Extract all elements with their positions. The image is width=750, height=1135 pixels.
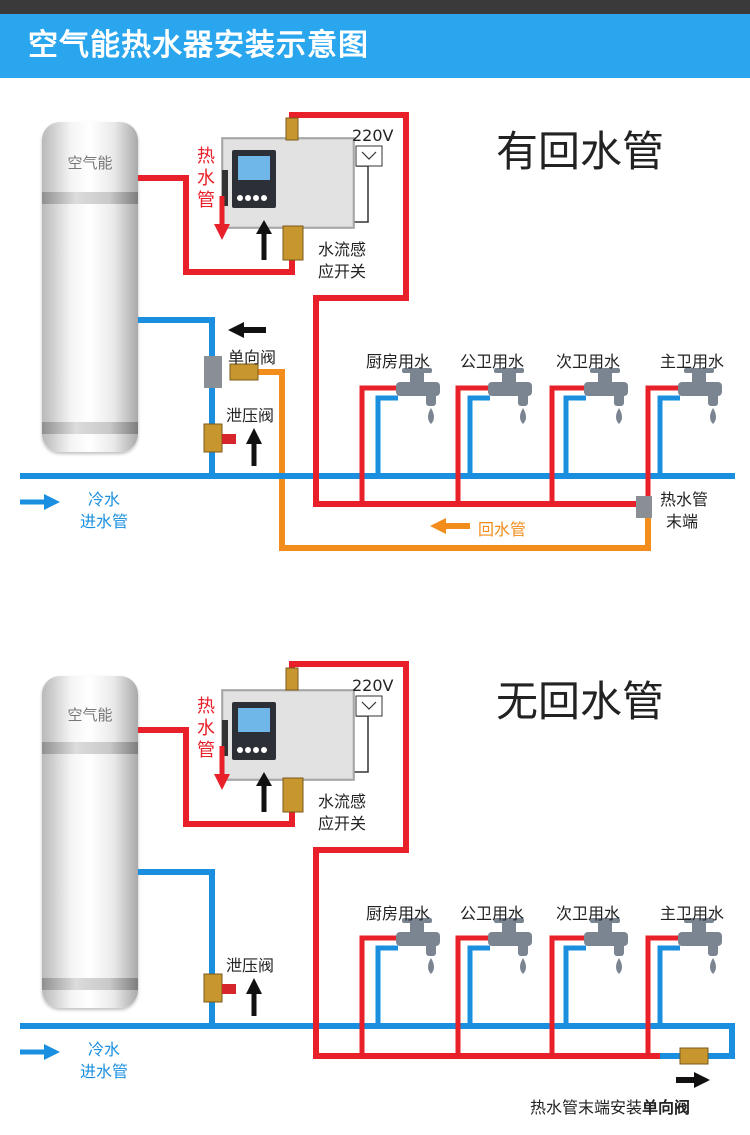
flow-switch-label-bottom-2: 应开关 (318, 814, 367, 833)
flow-switch-label-top-1: 水流感 (318, 240, 367, 259)
top-strip (0, 0, 750, 14)
return-pipe-label: 回水管 (478, 520, 527, 539)
outlet-kitchen-top: 厨房用水 (366, 352, 431, 371)
relief-valve-label-bottom: 泄压阀 (226, 956, 275, 975)
cold-inlet-label-top-1: 冷水 (88, 490, 121, 509)
end-valve-note-text: 热水管末端安装 (530, 1098, 643, 1117)
relief-valve-label-top: 泄压阀 (226, 406, 275, 425)
outlet-second-bath-top: 次卫用水 (556, 352, 621, 371)
cold-inlet-label-top-2: 进水管 (80, 512, 129, 531)
cold-inlet-label-bottom-1: 冷水 (88, 1040, 121, 1059)
check-valve-label: 单向阀 (228, 348, 277, 367)
flow-switch-label-top-2: 应开关 (318, 262, 367, 281)
air-energy-tank: 空气能 (42, 122, 138, 452)
end-valve-note-bold: 单向阀 (642, 1098, 691, 1117)
page-title: 空气能热水器安装示意图 (0, 14, 750, 78)
flow-switch-label-bottom-1: 水流感 (318, 792, 367, 811)
hot-pipe-label-bottom: 热水管 (197, 696, 215, 761)
section-title-top: 有回水管 (496, 127, 665, 176)
tank-label-bottom: 空气能 (67, 706, 113, 724)
outlet-kitchen-bottom: 厨房用水 (366, 904, 431, 923)
pipe-end-label-2: 末端 (666, 512, 699, 531)
outlet-public-bath-top: 公卫用水 (460, 352, 525, 371)
air-energy-tank-bottom: 空气能 (42, 676, 138, 1008)
outlet-second-bath-bottom: 次卫用水 (556, 904, 621, 923)
voltage-label-top: 220V (352, 126, 394, 145)
voltage-label-bottom: 220V (352, 676, 394, 695)
pipe-end-label-1: 热水管 (660, 490, 709, 509)
hot-pipe-label-top: 热水管 (197, 146, 215, 211)
outlet-master-bath-bottom: 主卫用水 (660, 904, 725, 923)
outlet-master-bath-top: 主卫用水 (660, 352, 725, 371)
section-title-bottom: 无回水管 (496, 677, 665, 726)
tank-label: 空气能 (67, 154, 113, 172)
cold-inlet-label-bottom-2: 进水管 (80, 1062, 129, 1081)
end-valve-note: 热水管末端安装单向阀 (530, 1094, 690, 1118)
outlet-public-bath-bottom: 公卫用水 (460, 904, 525, 923)
